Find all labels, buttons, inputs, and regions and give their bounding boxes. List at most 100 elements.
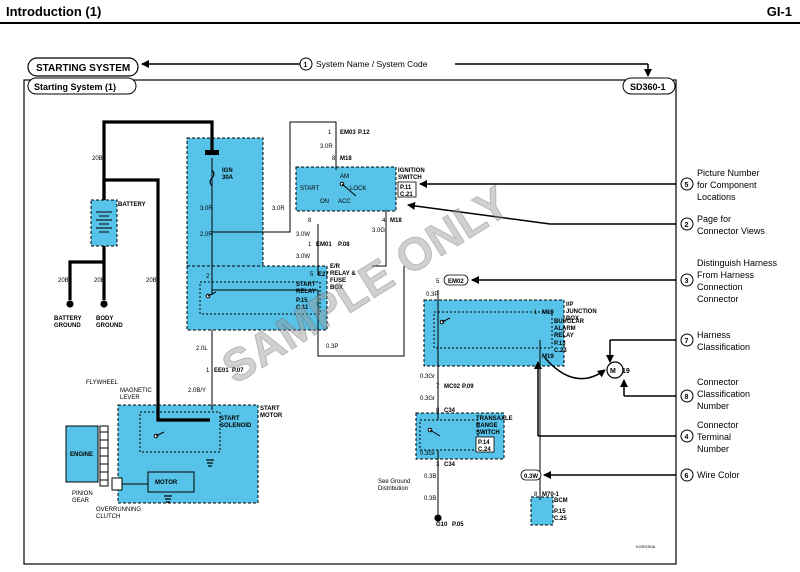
thin-wires	[139, 121, 553, 514]
ref-p05: P.05	[452, 522, 464, 528]
conn-c34b: C34	[444, 462, 456, 468]
pin-8d: 8	[534, 492, 538, 498]
wire-20by: 2.0B/Y	[188, 388, 206, 394]
wire-30w-b: 3.0W	[296, 254, 310, 260]
wire-03w: 0.3W	[524, 474, 538, 480]
harness-circle-m: M	[610, 368, 616, 375]
system-name-box	[27, 57, 139, 77]
wire-03p-b: 0.3P	[326, 344, 338, 350]
ref-p07: P.07	[232, 368, 244, 374]
pin-1b: 1	[308, 242, 312, 248]
magnetic-lever-label-1: MAGNETIC	[120, 388, 152, 394]
legend-conn-class-2: Classification	[697, 389, 750, 399]
legend-number-1	[299, 57, 313, 71]
see-ground-label-1: See Ground	[378, 479, 410, 485]
ref-c11: C.11	[296, 305, 309, 311]
ref-p14-box	[475, 436, 495, 453]
ref-c23: C.23	[554, 348, 567, 354]
pin-1a: 1	[328, 130, 332, 136]
legend-number-2: 2	[685, 222, 689, 229]
ref-p11: P.11	[400, 185, 412, 191]
wire-20b-d: 20B	[146, 278, 157, 284]
battery-icon	[96, 211, 112, 233]
legend-number-3: 3	[685, 278, 689, 285]
pin-5a: 5	[310, 272, 314, 278]
conn-em03: EM03	[340, 130, 356, 136]
motor-box	[147, 471, 195, 493]
ignition-switch-label-2: SWITCH	[398, 175, 422, 181]
legend-number-4: 4	[685, 434, 689, 441]
legend-texts: Picture Number for Component Locations P…	[697, 168, 778, 480]
legend-harness-3: Connection	[697, 282, 743, 292]
system-subtitle: Starting System (1)	[34, 82, 116, 92]
ref-p12: P.12	[358, 130, 370, 136]
legend-terminal-3: Number	[697, 444, 729, 454]
legend-harness-2: From Harness	[697, 270, 755, 280]
start-motor-label-2: MOTOR	[260, 413, 283, 419]
transaxle-label-2: RANGE	[476, 423, 498, 429]
start-motor-label-1: START	[260, 406, 280, 412]
flywheel-label: FLYWHEEL	[86, 380, 119, 386]
conn-c34a: C34	[444, 408, 456, 414]
ground-symbols	[66, 300, 442, 522]
wire-03gr-a: 0.3Gr	[420, 374, 435, 380]
pin-3: 3	[436, 462, 440, 468]
wire-03gr-b: 0.3Gr	[420, 396, 435, 402]
diagram-frame	[23, 79, 677, 565]
system-subtitle-box	[27, 77, 137, 95]
legend-picture-1: Picture Number	[697, 168, 760, 178]
pin-5b: 5	[436, 279, 440, 285]
body-ground-label-2: GROUND	[96, 323, 123, 329]
battery-ground-label-2: GROUND	[54, 323, 81, 329]
legend-number-5: 5	[685, 182, 689, 189]
legend-harness-1: Distinguish Harness	[697, 258, 778, 268]
system-name: STARTING SYSTEM	[36, 63, 130, 74]
legend-terminal-1: Connector	[697, 420, 739, 430]
legend-wire-color: Wire Color	[697, 470, 740, 480]
legend-terminal-2: Terminal	[697, 432, 731, 442]
wire-20r: 2.0R	[200, 232, 213, 238]
legend-page-1: Page for	[697, 214, 731, 224]
battery-label: BATTERY	[118, 202, 146, 208]
body-ground-label-1: BODY	[96, 316, 113, 322]
burglar-label-3: RELAY	[554, 333, 574, 339]
fuse-bar	[205, 150, 219, 155]
system-code: SD360-1	[630, 82, 666, 92]
wire-03gr-c: 0.3Gr	[420, 451, 435, 457]
legend-conn-class-1: Connector	[697, 377, 739, 387]
conn-ee01: EE01	[214, 368, 229, 374]
wire-30r-b: 3.0R	[272, 206, 285, 212]
overrunning-label-1: OVERRUNNING	[96, 507, 141, 513]
transaxle-label-1: TRANSAXLE	[476, 416, 513, 422]
ignition-switch-label-1: IGNITION	[398, 168, 425, 174]
pin-4: 4	[382, 218, 386, 224]
bcm-label: BCM	[554, 498, 568, 504]
burglar-label-2: ALARM	[554, 326, 576, 332]
fuse-icon	[209, 169, 215, 187]
legend-conn-class-3: Number	[697, 401, 729, 411]
engine-box	[65, 425, 99, 483]
legend-harness-4: Connector	[697, 294, 739, 304]
page-code: GI-1	[766, 4, 792, 19]
ref-p15a: P.15	[296, 298, 308, 304]
pin-8c: 8	[436, 408, 440, 414]
conn-m18a: M18	[340, 156, 352, 162]
magnetic-lever-label-2: LEVER	[120, 395, 140, 401]
pin-1c: 1	[206, 368, 210, 374]
transaxle-label-3: SWITCH	[476, 430, 500, 436]
ref-c24: C.24	[478, 447, 491, 453]
system-code-box	[622, 77, 676, 95]
ip-box-label-2: JUNCTION	[566, 309, 597, 315]
flywheel-icon	[99, 425, 148, 491]
battery-ground-label-1: BATTERY	[54, 316, 82, 322]
conn-em01: EM01	[316, 242, 332, 248]
pinion-gear-label-1: PINION	[72, 491, 93, 497]
conn-e27: E27	[318, 272, 329, 278]
engine-label: ENGINE	[70, 452, 93, 458]
ref-p08: P.08	[338, 242, 350, 248]
conn-m19: M19	[542, 310, 554, 316]
legend-circles	[680, 177, 694, 482]
wire-20b-a: 20B	[92, 156, 103, 162]
ref-c25: C.25	[554, 516, 567, 522]
conn-em02-box	[443, 274, 469, 286]
